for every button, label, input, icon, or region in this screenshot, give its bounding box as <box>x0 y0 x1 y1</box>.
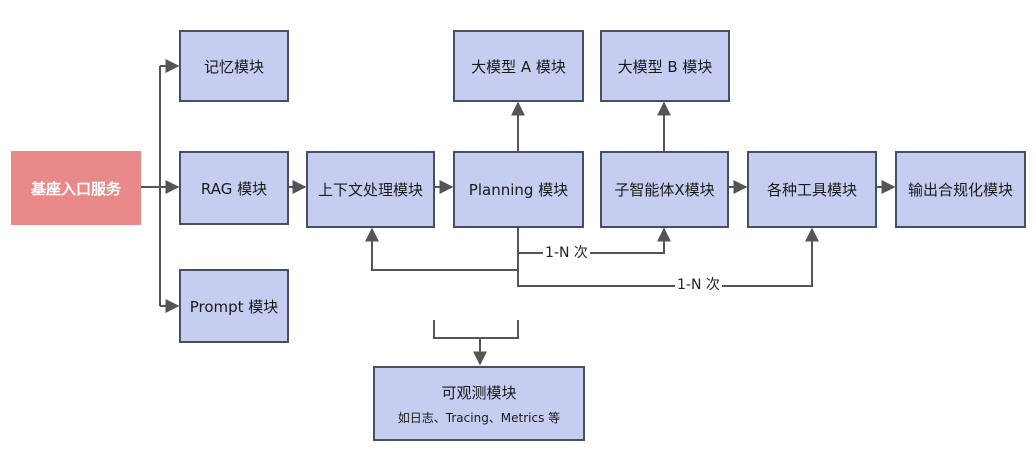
compliance-module-node: 输出合规化模块 <box>895 151 1026 228</box>
edge-loop-tools <box>517 227 819 287</box>
prompt-module-node: Prompt 模块 <box>179 269 289 343</box>
tools-module-label: 各种工具模块 <box>766 181 857 199</box>
edge-observability-bracket <box>433 320 519 339</box>
rag-module-node: RAG 模块 <box>179 151 289 225</box>
subagent-module-node: 子智能体X模块 <box>600 151 729 228</box>
entry-service-node: 基座入口服务 <box>11 151 141 225</box>
context-module-label: 上下文处理模块 <box>317 181 423 199</box>
compliance-module-label: 输出合规化模块 <box>907 181 1013 199</box>
loop-subagent-label: 1-N 次 <box>543 245 590 261</box>
observability-module-title: 可观测模块 <box>441 383 517 402</box>
edge-loop-context <box>365 227 519 271</box>
rag-module-label: RAG 模块 <box>200 179 268 198</box>
memory-module-label: 记忆模块 <box>203 57 264 76</box>
subagent-module-label: 子智能体X模块 <box>614 181 715 199</box>
context-module-node: 上下文处理模块 <box>306 151 435 228</box>
model-b-label: 大模型 B 模块 <box>617 57 713 76</box>
observability-module-node: 可观测模块 如日志、Tracing、Metrics 等 <box>373 366 585 441</box>
model-b-node: 大模型 B 模块 <box>600 30 730 102</box>
entry-service-label: 基座入口服务 <box>30 179 121 198</box>
prompt-module-label: Prompt 模块 <box>189 297 279 316</box>
model-a-label: 大模型 A 模块 <box>471 57 566 76</box>
edge-loop-subagent <box>518 227 671 254</box>
planning-module-label: Planning 模块 <box>468 181 569 199</box>
loop-tools-label: 1-N 次 <box>675 277 722 293</box>
planning-module-node: Planning 模块 <box>453 151 584 228</box>
model-a-node: 大模型 A 模块 <box>453 30 584 102</box>
memory-module-node: 记忆模块 <box>179 30 289 102</box>
observability-module-subtitle: 如日志、Tracing、Metrics 等 <box>397 410 561 425</box>
tools-module-node: 各种工具模块 <box>747 151 877 228</box>
